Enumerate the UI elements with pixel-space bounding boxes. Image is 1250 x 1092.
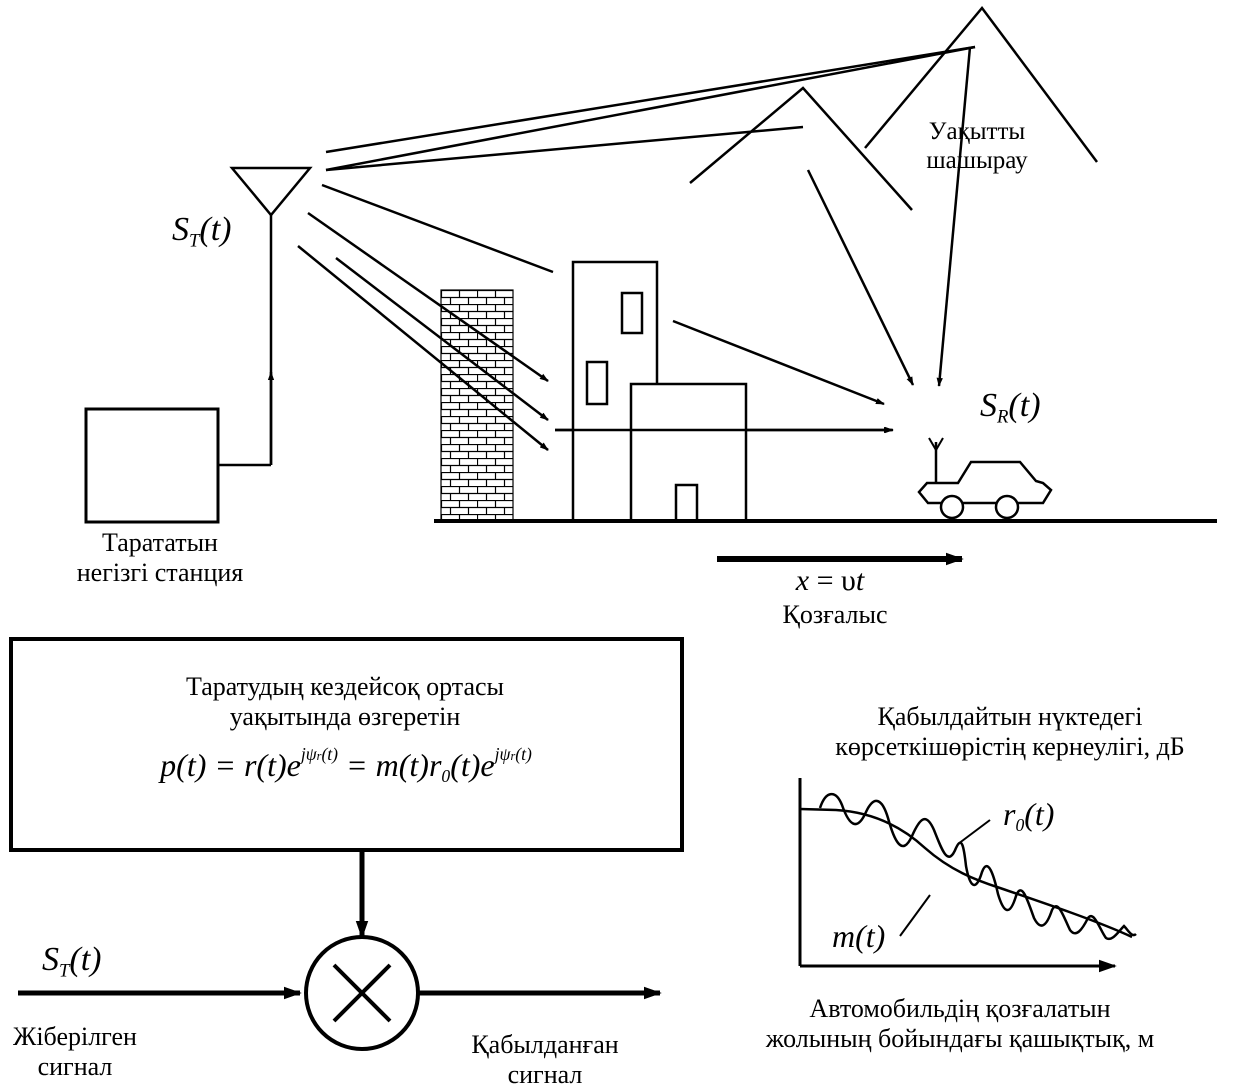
- base-station-box: [84, 407, 220, 524]
- r0-sub: 0: [1015, 815, 1025, 836]
- sent-line-1: Жіберілген: [13, 1022, 137, 1051]
- sent-line-2: сигнал: [37, 1051, 113, 1081]
- distance-label: Автомобильдің қозғалатын жолының бойында…: [766, 994, 1154, 1054]
- ray-scatter-small: [806, 169, 915, 386]
- base-station-label: Тарататын негізгі станция: [77, 528, 243, 588]
- formula-exp-2-sub: r: [510, 749, 516, 763]
- motion-upsilon: υ: [841, 564, 856, 597]
- m-label: m(t): [832, 918, 886, 954]
- received-signal-label: Қабылданған сигнал: [471, 1030, 618, 1090]
- mountain-large: [864, 5, 1099, 163]
- r0-pointer: [957, 819, 991, 845]
- st-sub-bottom: T: [59, 960, 70, 982]
- transmit-antenna: [229, 166, 313, 217]
- motion-label: Қозғалыс: [782, 600, 888, 629]
- formula-exp-2: jψr(t): [495, 744, 532, 764]
- medium-box-line-2: уақытында өзгеретін: [229, 701, 461, 731]
- field-strength-line-1: Қабылдайтын нүктедегі: [877, 702, 1143, 731]
- formula-exp-1-t: (t): [321, 744, 339, 764]
- motion-t: t: [855, 564, 865, 597]
- r0-r: r: [1003, 796, 1016, 832]
- sr-sub: R: [997, 406, 1009, 428]
- received-line-1: Қабылданған: [471, 1030, 619, 1059]
- car: [917, 437, 1053, 520]
- motion-x: x: [795, 564, 810, 597]
- r0-t: (t): [1024, 796, 1055, 832]
- sr-symbol: SR(t): [980, 386, 1041, 428]
- ray-scatter-large: [936, 46, 972, 387]
- brick-wall: [440, 289, 514, 521]
- st-t: (t): [199, 211, 232, 248]
- scatter-label: Уақытты шашырау: [926, 118, 1027, 176]
- base-station-label-line-1: Тарататын: [102, 528, 218, 557]
- distance-line-1: Автомобильдің қозғалатын: [809, 994, 1111, 1023]
- low-building: [629, 382, 748, 523]
- sr-s: S: [980, 387, 997, 424]
- m-pointer: [899, 894, 931, 937]
- scatter-label-line-1: Уақытты: [928, 118, 1026, 145]
- formula-sub-0: 0: [441, 765, 451, 786]
- field-strength-line-2: көрсеткішөрістің кернеулігі, дБ: [835, 731, 1185, 761]
- multiplier-cross-b: [332, 963, 392, 1023]
- fading-curve: [818, 792, 1137, 941]
- sr-t: (t): [1008, 387, 1041, 424]
- scatter-label-line-2: шашырау: [926, 146, 1028, 174]
- st-symbol-bottom: ST(t): [42, 940, 102, 982]
- st-symbol-top: ST(t): [172, 210, 232, 252]
- formula-part-mid: = m(t)r: [338, 746, 442, 783]
- formula-exp-1: jψr(t): [301, 744, 338, 764]
- st-t-bottom: (t): [69, 941, 102, 978]
- medium-box: [9, 637, 684, 852]
- motion-formula: x = υt: [796, 564, 864, 599]
- motion-eq: =: [809, 564, 842, 597]
- st-s-bottom: S: [42, 941, 59, 978]
- window-upper: [620, 291, 644, 335]
- ray-to-large-mountain-1: [325, 45, 976, 154]
- sent-signal-label: Жіберілген сигнал: [13, 1022, 137, 1082]
- st-sub: T: [189, 230, 200, 252]
- mean-curve: [799, 807, 1133, 939]
- medium-box-text: Таратудың кездейсоқ ортасы уақытында өзг…: [186, 672, 504, 732]
- window-lower: [585, 360, 609, 406]
- formula-part-tail: (t)e: [450, 746, 495, 783]
- ray-to-large-mountain-2: [325, 45, 976, 172]
- ray-to-building: [321, 183, 554, 274]
- base-station-label-line-2: негізгі станция: [76, 557, 244, 587]
- formula-exp-2-t: (t): [515, 744, 532, 764]
- formula-exp-1-base: jψ: [300, 744, 317, 764]
- distance-line-2: жолының бойындағы қашықтық, м: [765, 1023, 1155, 1053]
- mountain-small: [689, 86, 913, 211]
- r0-label: r0(t): [1003, 796, 1054, 835]
- ray-to-small-mountain: [325, 125, 804, 172]
- formula-exp-2-base: jψ: [494, 744, 511, 764]
- received-line-2: сигнал: [507, 1059, 583, 1089]
- field-strength-label: Қабылдайтын нүктедегі көрсеткішөрістің к…: [835, 702, 1184, 762]
- formula-part-p: p(t) = r(t)e: [160, 746, 301, 783]
- medium-box-line-1: Таратудың кездейсоқ ортасы: [185, 672, 505, 701]
- formula-exp-1-sub: r: [316, 749, 322, 763]
- medium-formula: p(t) = r(t)ejψr(t) = m(t)r0(t)ejψr(t): [160, 744, 532, 786]
- ray-building-reflection: [672, 319, 885, 406]
- st-s: S: [172, 211, 189, 248]
